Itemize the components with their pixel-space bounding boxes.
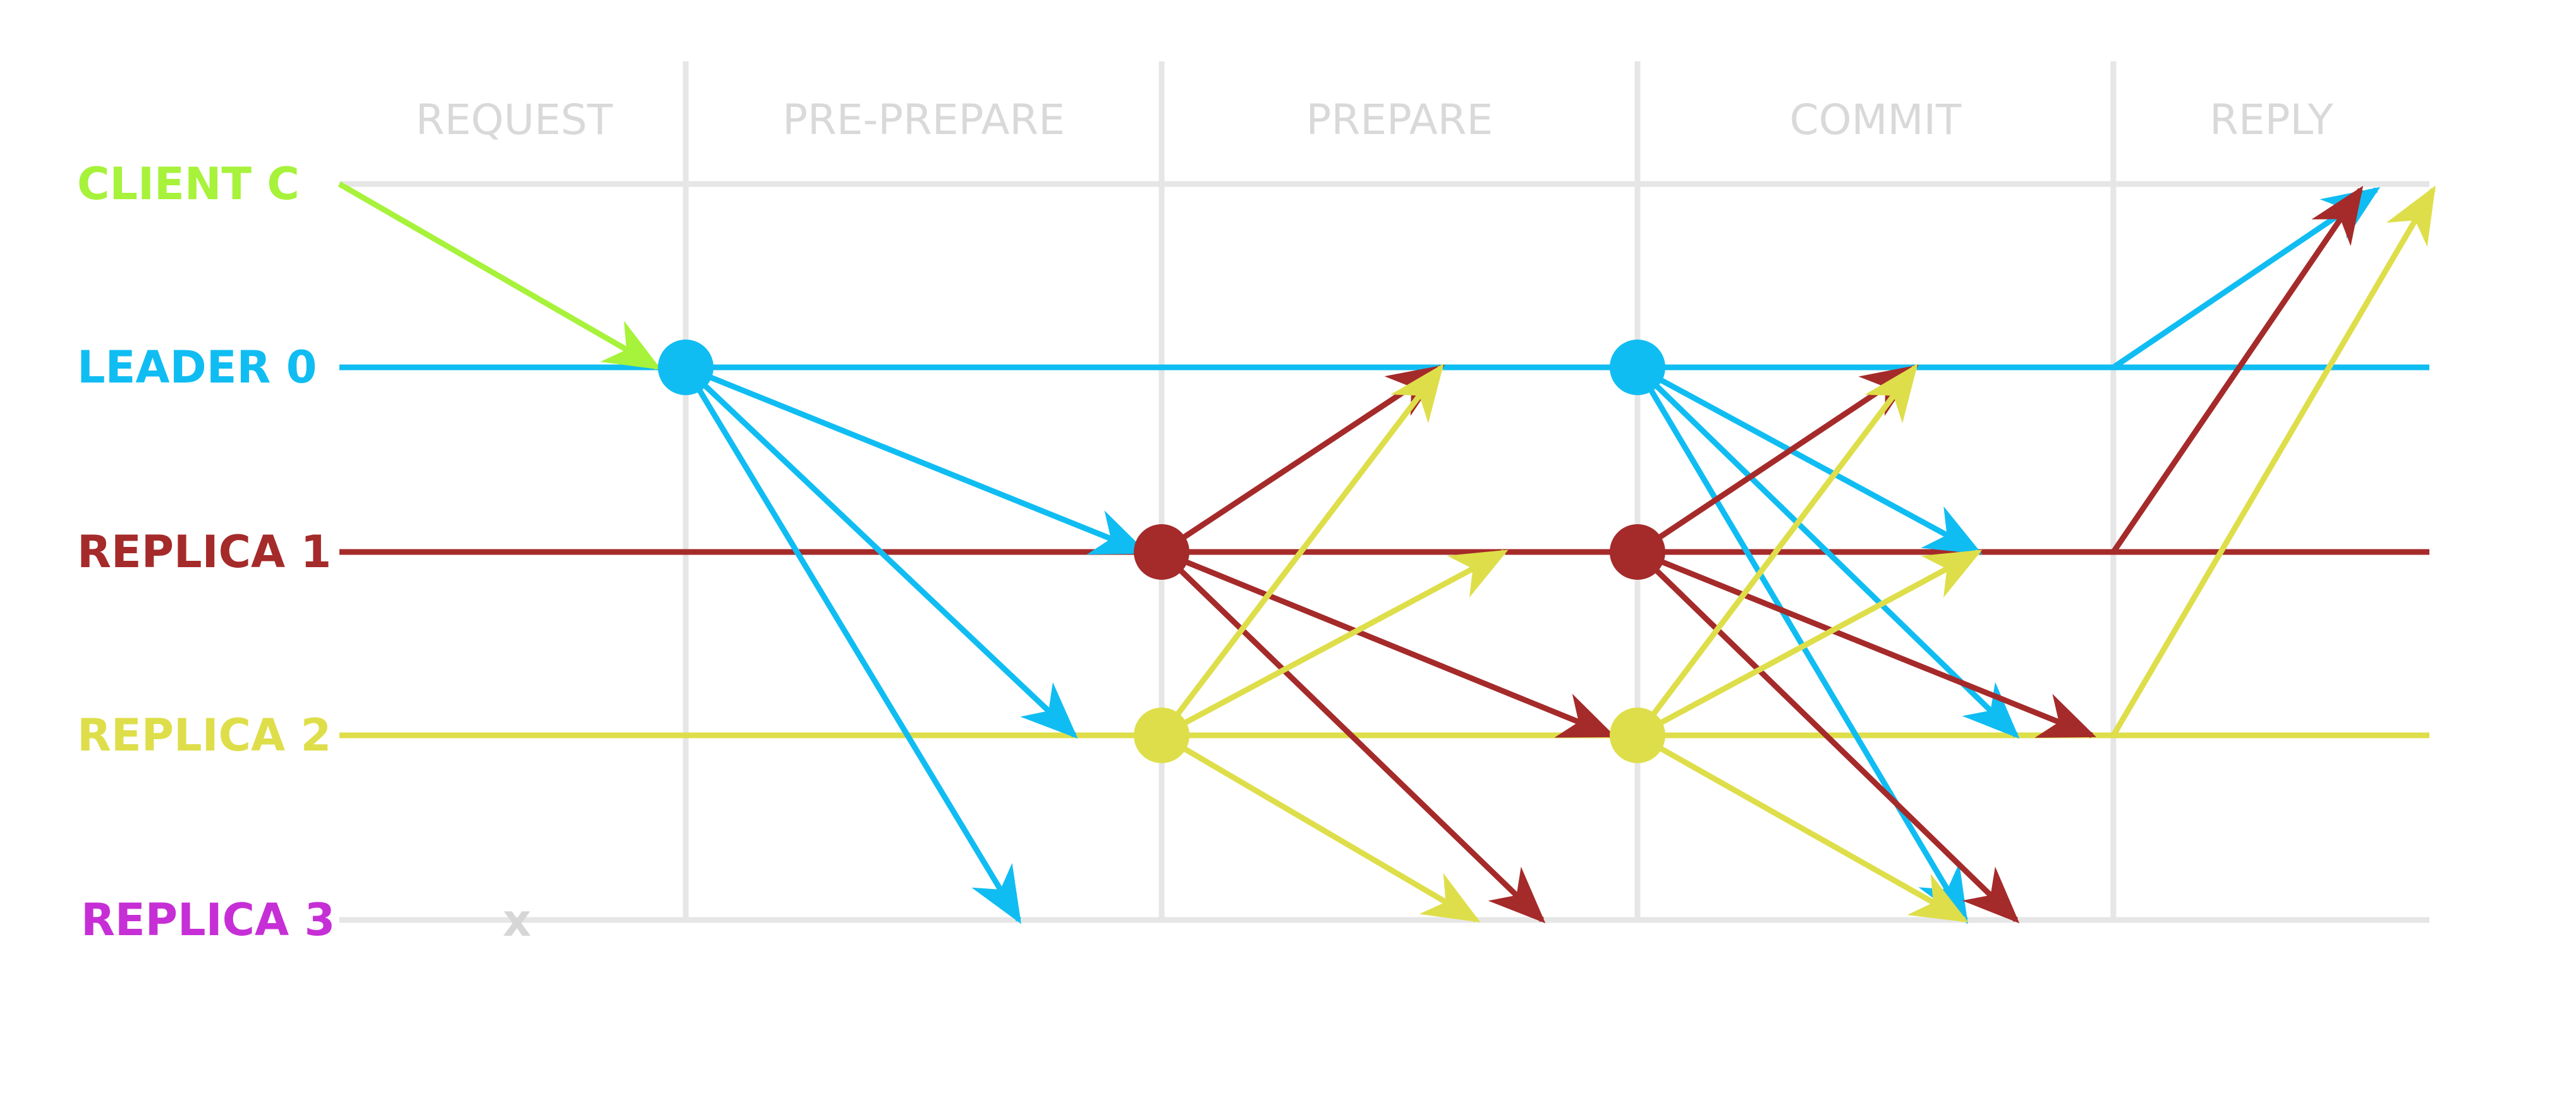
message-reply-r2-to-client [2111, 185, 2436, 737]
message-prepare-r1-to-r2 [1160, 549, 1616, 738]
message-reply-r1-to-client [2111, 185, 2364, 554]
phase-label-commit: COMMIT [1790, 95, 1962, 144]
leader-event-dot [658, 340, 714, 395]
message-commit-r2-to-leader [1635, 364, 1918, 737]
messages [337, 181, 2436, 924]
r2-event-dot [1610, 708, 1665, 763]
message-commit-leader-to-r2 [1635, 365, 2020, 739]
phase-label-pre-prepare: PRE-PREPARE [782, 95, 1065, 144]
message-prepare-r2-to-r1 [1160, 549, 1509, 738]
phase-headers: REQUEST PRE-PREPARE PREPARE COMMIT REPLY [416, 95, 2334, 144]
message-prepare-r2-to-leader [1159, 364, 1444, 737]
phase-label-prepare: PREPARE [1306, 95, 1493, 144]
message-reply-leader-to-client [2111, 187, 2381, 370]
message-commit-r1-to-r2 [1636, 549, 2096, 738]
phase-label-reply: REPLY [2209, 95, 2333, 144]
message-pre-prepare-leader-to-r2 [683, 365, 1078, 739]
r1-event-dot [1134, 524, 1189, 580]
message-commit-r2-to-r3 [1636, 733, 1969, 922]
events [658, 340, 1665, 763]
message-commit-leader-to-r3 [1635, 365, 1968, 924]
message-prepare-r2-to-r3 [1160, 733, 1481, 922]
node-label-r2: REPLICA 2 [77, 709, 331, 761]
replica-3-failed-mark: x [502, 895, 531, 947]
message-request-client-to-leader [337, 181, 662, 370]
message-commit-r2-to-r1 [1636, 549, 1983, 738]
r2-event-dot [1134, 708, 1189, 763]
r1-event-dot [1610, 524, 1665, 580]
node-label-r3: REPLICA 3 [81, 894, 335, 946]
message-prepare-r1-to-leader [1160, 364, 1445, 555]
node-label-r1: REPLICA 1 [77, 526, 331, 578]
phase-label-request: REQUEST [416, 95, 613, 144]
message-commit-r1-to-leader [1636, 364, 1919, 555]
message-prepare-r1-to-r3 [1159, 549, 1546, 924]
node-label-leader: LEADER 0 [77, 341, 317, 393]
node-labels: CLIENT C LEADER 0 REPLICA 1 REPLICA 2 REPLIC… [77, 158, 532, 947]
node-label-client: CLIENT C [77, 158, 300, 210]
message-commit-leader-to-r1 [1636, 365, 1983, 555]
grid [339, 61, 2429, 920]
leader-event-dot [1610, 340, 1665, 395]
message-commit-r1-to-r3 [1635, 549, 2020, 924]
message-pre-prepare-leader-to-r3 [683, 365, 1021, 924]
message-pre-prepare-leader-to-r1 [684, 364, 1148, 555]
